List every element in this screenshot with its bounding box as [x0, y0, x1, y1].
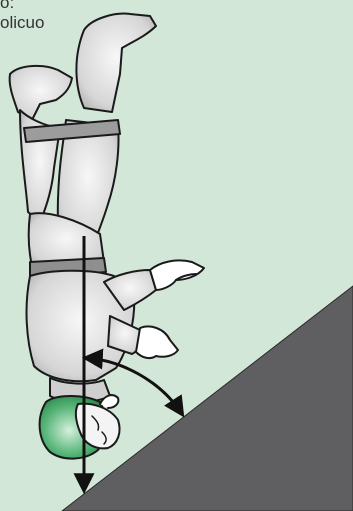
upper-glove — [150, 260, 204, 290]
inverted-rider-figure-icon — [10, 14, 204, 459]
lower-glove — [136, 327, 178, 359]
left-boot — [10, 66, 72, 120]
right-boot — [76, 14, 156, 112]
